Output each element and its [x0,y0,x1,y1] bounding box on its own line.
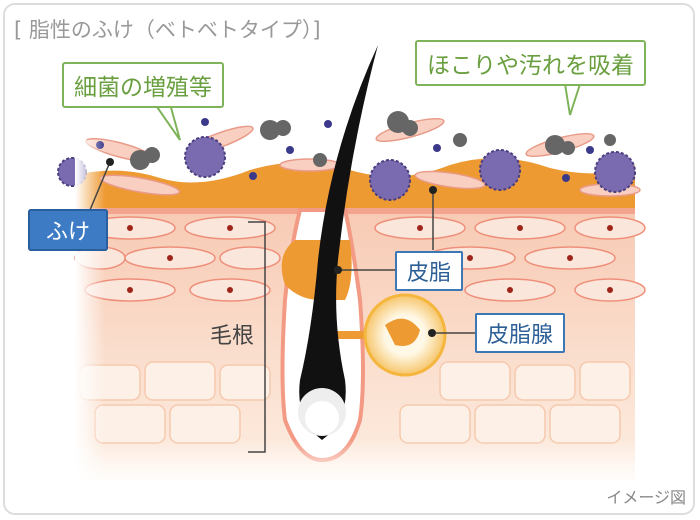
bacteria-spores [96,118,594,182]
sebaceous-gland-label: 皮脂腺 [475,313,566,353]
leader-lines [89,161,475,453]
dandruff-label: ふけ [28,209,108,251]
diagram-title: [ 脂性のふけ（ベトベトタイプ）] [14,18,321,42]
diagram-frame [3,3,695,515]
bacteria-callout: 細菌の増殖等 [62,62,224,108]
bacteria [57,136,636,201]
dermis-cells [79,361,631,444]
cell-nuclei [127,225,613,293]
image-note: イメージ図 [606,488,686,507]
dust-callout: ほこりや汚れを吸着 [415,40,646,86]
hair-shaft [299,45,378,440]
dust-particles [130,111,616,170]
sebum-label: 皮脂 [395,251,464,291]
hair-root-label: 毛根 [210,324,255,349]
